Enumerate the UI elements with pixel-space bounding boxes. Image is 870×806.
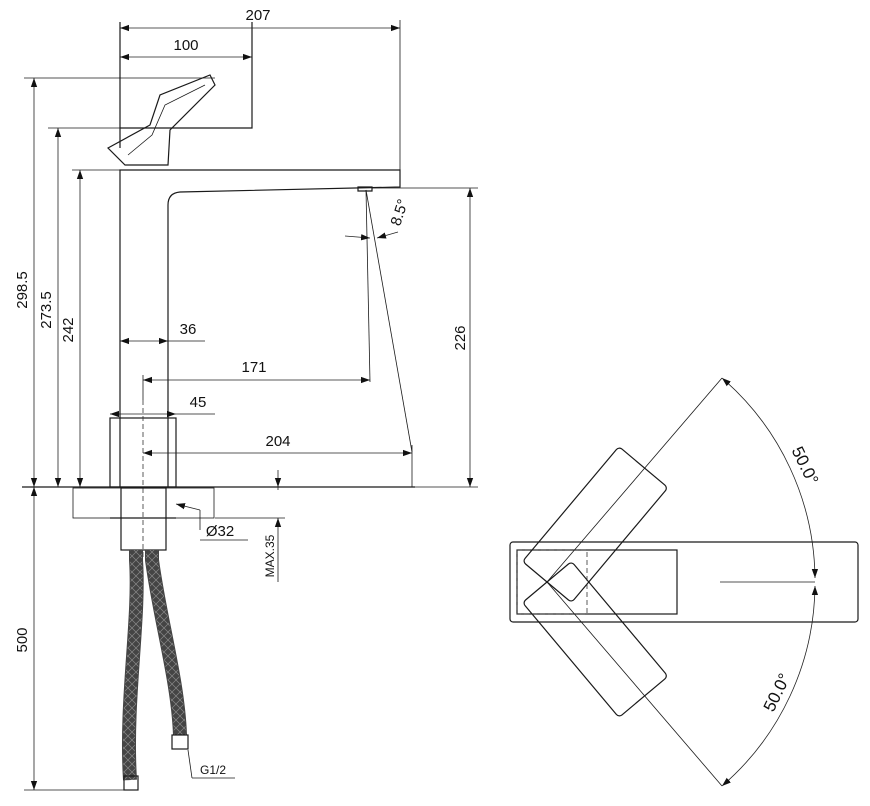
dim-angle-down: 50.0° [760, 670, 795, 714]
top-handle-neutral [516, 549, 678, 615]
top-handle-rotated-up [523, 447, 667, 602]
dim-handle-height: 273.5 [38, 291, 55, 329]
dim-total-height: 298.5 [14, 271, 31, 309]
dim-spout-height: 242 [60, 317, 77, 342]
mounting-shank [120, 487, 167, 551]
dim-max-deck: MAX.35 [263, 534, 277, 577]
dim-angle-up: 50.0° [788, 443, 823, 487]
dim-outlet-height: 226 [452, 325, 469, 350]
outlet-vertical [365, 189, 371, 383]
dim-overall-width: 207 [245, 7, 270, 24]
faucet-handle [119, 22, 253, 148]
dim-body-width: 36 [180, 321, 197, 338]
faucet-top-view: 50.0° 50.0° [509, 377, 859, 787]
dim-spout-angle: 8.5° [387, 197, 411, 228]
dimension-lines: 207 100 298.5 273.5 242 36 171 45 204 [14, 7, 478, 791]
angle-arc-down [721, 585, 819, 787]
faucet-body-outline [119, 169, 401, 487]
top-handle-rotated-down [523, 562, 667, 717]
dim-hole-diameter: Ø32 [206, 523, 234, 540]
angle-ray-down [546, 581, 723, 787]
dim-handle-width: 100 [173, 37, 198, 54]
countertop-left [72, 487, 122, 519]
water-jet-line [365, 189, 413, 453]
hose-connector-left [123, 775, 139, 791]
top-body [509, 541, 859, 623]
aerator [357, 186, 373, 192]
dim-total-reach: 204 [265, 433, 290, 450]
top-handle-ghost [516, 549, 588, 615]
faucet-side-view [22, 22, 415, 791]
handle-lever [107, 74, 216, 166]
dim-spout-reach: 171 [241, 359, 266, 376]
hose-connector-right [171, 734, 189, 750]
angle-arc-up [721, 377, 819, 579]
hose-left-braid [122, 550, 143, 781]
dim-hose-length: 500 [14, 627, 31, 652]
dim-base-width: 45 [190, 394, 207, 411]
dim-thread: G1/2 [200, 763, 226, 777]
angle-ray-up [546, 377, 723, 583]
countertop-right [165, 487, 215, 519]
hose-right-braid [146, 550, 186, 736]
handle-lever-inner [127, 84, 206, 156]
